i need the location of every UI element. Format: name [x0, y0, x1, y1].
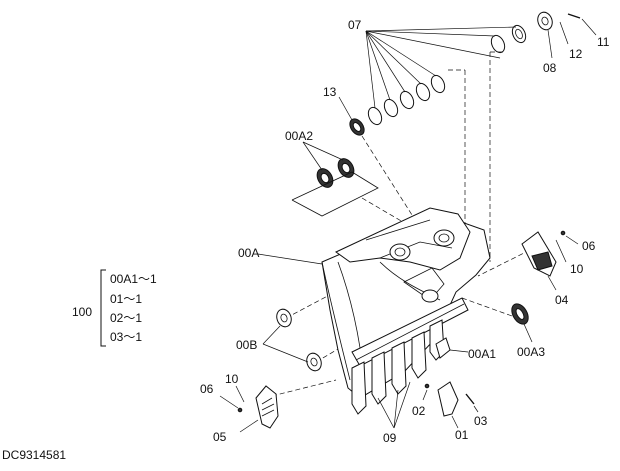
washer-08	[537, 11, 553, 59]
callout-03: 03	[474, 414, 488, 428]
legend-item: 00A1～1	[110, 272, 157, 286]
callout-08: 08	[543, 61, 557, 75]
bushings-00A2	[291, 141, 379, 217]
legend-item: 03～1	[110, 330, 142, 344]
callout-09: 09	[383, 431, 397, 445]
callout-00A1: 00A1	[468, 347, 496, 361]
callout-01: 01	[455, 428, 469, 442]
callout-02: 02	[412, 404, 426, 418]
callout-10-right: 10	[570, 262, 584, 276]
callout-04: 04	[555, 293, 569, 307]
callout-12: 12	[569, 47, 583, 61]
legend-qty: 100	[72, 305, 92, 319]
ring-00A3	[511, 303, 533, 343]
callout-07: 07	[348, 18, 362, 32]
adapter-00A1	[435, 337, 469, 359]
tooth-01	[422, 381, 479, 429]
teeth-09	[351, 319, 445, 429]
legend-item: 02～1	[110, 311, 142, 325]
quantity-legend: 100 00A1～1 01～1 02～1 03～1	[72, 269, 157, 347]
link-rings-07	[365, 24, 527, 126]
callout-00B: 00B	[236, 338, 257, 352]
pin-11	[559, 13, 597, 45]
side-cutter-05	[219, 385, 279, 433]
callout-13: 13	[323, 85, 337, 99]
drawing-code: DC9314581	[2, 448, 66, 462]
callout-11: 11	[597, 35, 610, 49]
pin-13	[338, 96, 365, 136]
side-cutter-04	[521, 230, 579, 291]
callout-00A: 00A	[238, 246, 259, 260]
callout-06-left: 06	[200, 382, 214, 396]
callout-10-left: 10	[225, 372, 239, 386]
legend-item: 01～1	[110, 292, 142, 306]
leader-00A	[257, 253, 323, 265]
callout-06-right: 06	[582, 239, 596, 253]
callout-05: 05	[213, 430, 227, 444]
bosses-00B	[262, 308, 322, 372]
callout-00A3: 00A3	[517, 345, 545, 359]
callout-00A2: 00A2	[285, 129, 313, 143]
bucket-body-00A	[321, 207, 491, 399]
